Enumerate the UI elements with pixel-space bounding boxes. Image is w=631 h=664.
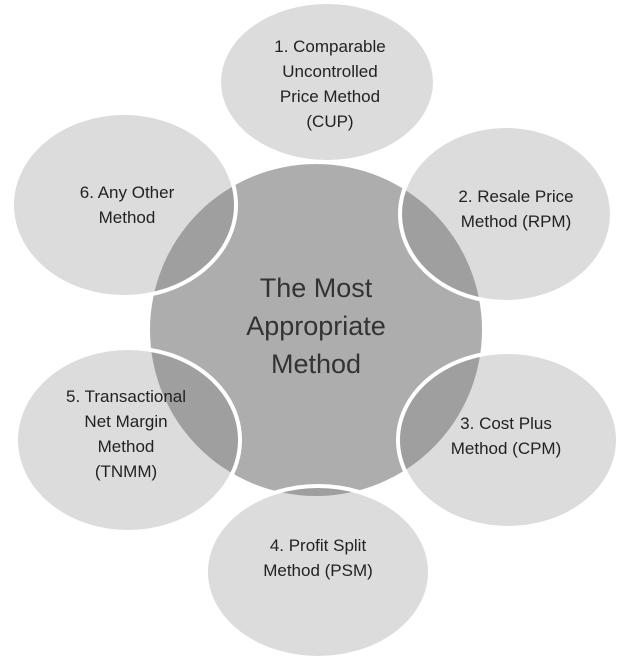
method-1-label: 1. Comparable Uncontrolled Price Method … bbox=[274, 37, 386, 131]
center-label: The Most Appropriate Method bbox=[246, 273, 386, 379]
method-6-ellipse bbox=[10, 111, 238, 299]
method-6-label: 6. Any Other Method bbox=[79, 183, 175, 227]
method-3-label: 3. Cost Plus Method (CPM) bbox=[450, 414, 562, 458]
method-3-ellipse bbox=[396, 350, 620, 530]
method-5-ellipse bbox=[14, 346, 242, 534]
method-5-label: 5. Transactional Net Margin Method (TNMM… bbox=[65, 387, 187, 481]
method-2-label: 2. Resale Price Method (RPM) bbox=[458, 187, 574, 231]
method-1-ellipse bbox=[217, 0, 437, 164]
method-4-label: 4. Profit Split Method (PSM) bbox=[263, 536, 373, 580]
method-2-ellipse bbox=[398, 124, 614, 304]
method-4-ellipse bbox=[204, 484, 432, 660]
